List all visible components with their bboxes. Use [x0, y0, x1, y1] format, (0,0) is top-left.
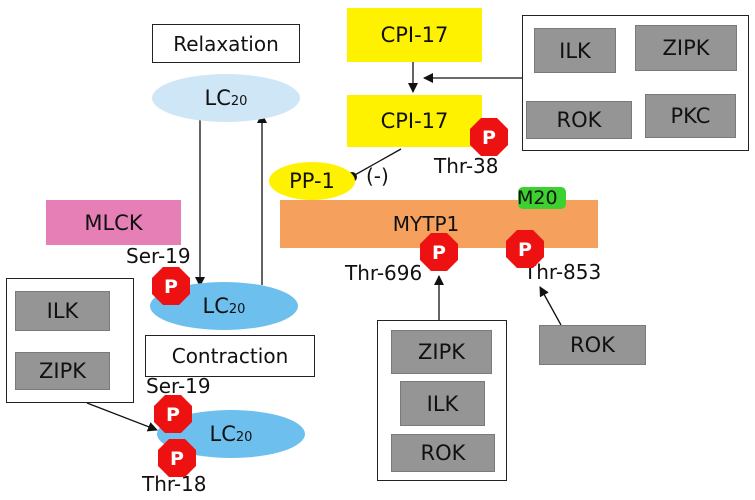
kinase-ilk-top: ILK — [534, 28, 616, 73]
arrow-rok-to-thr853 — [539, 286, 562, 326]
kinase-ilk-center-label: ILK — [426, 391, 459, 416]
kinase-rok-center: ROK — [391, 434, 495, 472]
thr696-site-label: Thr-696 — [345, 261, 423, 285]
lc20-phospho-prefix: LC — [202, 294, 229, 318]
kinase-zipk-top-label: ZIPK — [662, 36, 710, 60]
svg-text:P: P — [164, 276, 178, 298]
lc20-phospho-subscript: 20 — [228, 301, 246, 317]
lc20-relaxed-subscript: 20 — [230, 93, 248, 109]
phospho-badge-thr38: P — [470, 118, 508, 156]
phospho-badge-ser19-bottom: P — [154, 395, 192, 433]
cpi17-active: CPI-17 — [347, 95, 482, 147]
m20-label: M20 — [517, 187, 558, 209]
lc20-diphospho-prefix: LC — [209, 422, 236, 446]
svg-text:P: P — [170, 448, 184, 470]
kinase-zipk-top: ZIPK — [635, 25, 737, 71]
thr853-site-label: Thr-853 — [524, 260, 602, 284]
mlck-label: MLCK — [84, 210, 143, 235]
kinase-rok-single-label: ROK — [570, 333, 615, 357]
pp1-enzyme: PP-1 — [269, 162, 355, 200]
mytp1-label: MYTP1 — [392, 212, 460, 236]
ser19-mid-label: Ser-19 — [126, 244, 191, 268]
kinase-ilk-left: ILK — [15, 291, 110, 331]
relaxation-label: Relaxation — [152, 24, 300, 63]
phospho-badge-ser19-mid: P — [152, 267, 190, 305]
lc20-relaxed-prefix: LC — [204, 86, 231, 110]
kinase-pkc-top: PKC — [645, 94, 736, 138]
kinase-ilk-left-label: ILK — [46, 299, 79, 323]
phospho-badge-thr853: P — [506, 230, 544, 268]
contraction-label: Contraction — [145, 335, 315, 377]
cpi17-active-label: CPI-17 — [380, 109, 449, 133]
m20-subunit — [518, 187, 566, 209]
mlck-enzyme: MLCK — [46, 200, 181, 245]
arrow-kinases-to-lc20 — [86, 402, 158, 432]
phospho-badge-thr696: P — [420, 233, 458, 271]
kinase-rok-single: ROK — [539, 325, 646, 365]
thr38-site-label: Thr-38 — [434, 154, 499, 178]
cpi17-inactive: CPI-17 — [347, 8, 482, 62]
kinase-rok-center-label: ROK — [420, 441, 466, 465]
phospho-badge-thr18: P — [158, 439, 196, 477]
kinase-rok-top-label: ROK — [556, 108, 602, 132]
svg-text:P: P — [518, 239, 532, 261]
pp1-label: PP-1 — [289, 169, 335, 193]
inhibition-sign: (-) — [366, 164, 389, 188]
kinase-zipk-left-label: ZIPK — [38, 359, 86, 383]
kinase-zipk-center: ZIPK — [391, 330, 492, 374]
svg-text:P: P — [166, 404, 180, 426]
thr18-site-label: Thr-18 — [142, 472, 207, 496]
kinase-rok-top: ROK — [526, 101, 632, 139]
ser19-bottom-label: Ser-19 — [146, 374, 211, 398]
lc20-diphospho-subscript: 20 — [235, 429, 253, 445]
svg-text:P: P — [482, 127, 496, 149]
kinase-pkc-top-label: PKC — [670, 104, 711, 128]
kinase-zipk-left: ZIPK — [15, 352, 110, 390]
kinase-zipk-center-label: ZIPK — [417, 340, 465, 364]
kinase-ilk-center: ILK — [400, 381, 485, 426]
cpi17-inactive-label: CPI-17 — [380, 23, 449, 47]
svg-text:P: P — [432, 242, 446, 264]
kinase-ilk-top-label: ILK — [559, 38, 591, 63]
relaxation-text: Relaxation — [173, 31, 279, 56]
contraction-text: Contraction — [171, 344, 289, 368]
